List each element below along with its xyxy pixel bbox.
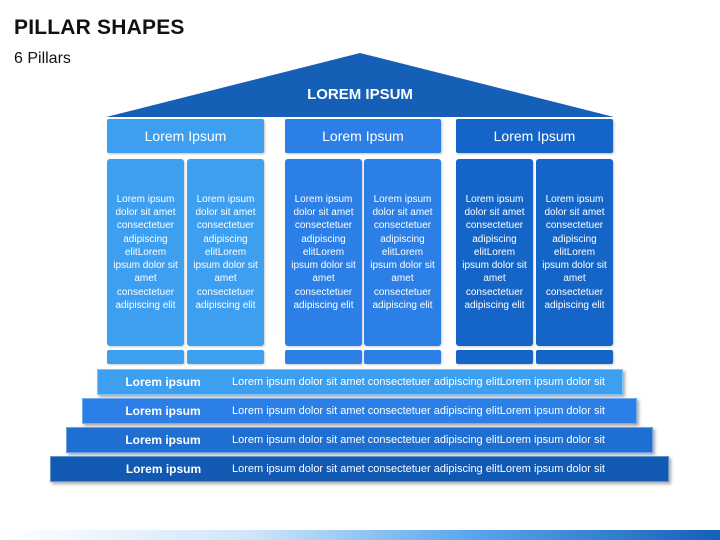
step-text: Lorem ipsum dolor sit amet consectetuer … xyxy=(232,376,605,388)
footer-gradient-bar xyxy=(0,530,720,540)
roof-triangle xyxy=(106,53,614,117)
step-text: Lorem ipsum dolor sit amet consectetuer … xyxy=(232,434,605,446)
step-3: Lorem ipsum Lorem ipsum dolor sit amet c… xyxy=(66,427,653,453)
pillar-5: Lorem ipsum dolor sit amet consectetuer … xyxy=(456,159,533,346)
step-2: Lorem ipsum Lorem ipsum dolor sit amet c… xyxy=(82,398,637,424)
group-header-label: Lorem Ipsum xyxy=(493,128,576,144)
pillar-4: Lorem ipsum dolor sit amet consectetuer … xyxy=(364,159,441,346)
step-label: Lorem ipsum xyxy=(125,462,202,476)
pillar-base-2 xyxy=(187,350,264,364)
pillar-1: Lorem ipsum dolor sit amet consectetuer … xyxy=(107,159,184,346)
pillar-2: Lorem ipsum dolor sit amet consectetuer … xyxy=(187,159,264,346)
pillar-text: Lorem ipsum dolor sit amet consectetuer … xyxy=(542,194,607,311)
group-header-label: Lorem Ipsum xyxy=(144,128,227,144)
pillar-text: Lorem ipsum dolor sit amet consectetuer … xyxy=(370,194,435,311)
step-label: Lorem ipsum xyxy=(125,404,201,418)
roof-label: LOREM IPSUM xyxy=(307,86,413,103)
group-header-3: Lorem Ipsum xyxy=(456,119,613,153)
slide-title: PILLAR SHAPES xyxy=(14,16,185,39)
group-header-2: Lorem Ipsum xyxy=(285,119,441,153)
step-label: Lorem ipsum xyxy=(125,375,201,389)
slide-subtitle: 6 Pillars xyxy=(14,50,71,67)
step-1: Lorem ipsum Lorem ipsum dolor sit amet c… xyxy=(97,369,623,395)
pillar-base-5 xyxy=(456,350,533,364)
step-text: Lorem ipsum dolor sit amet consectetuer … xyxy=(232,405,605,417)
pillar-base-4 xyxy=(364,350,441,364)
step-4: Lorem ipsum Lorem ipsum dolor sit amet c… xyxy=(50,456,669,482)
pillar-text: Lorem ipsum dolor sit amet consectetuer … xyxy=(462,194,527,311)
pillar-6: Lorem ipsum dolor sit amet consectetuer … xyxy=(536,159,613,346)
step-label: Lorem ipsum xyxy=(125,433,201,447)
pillar-text: Lorem ipsum dolor sit amet consectetuer … xyxy=(193,194,258,311)
pillar-text: Lorem ipsum dolor sit amet consectetuer … xyxy=(291,194,356,311)
pillar-3: Lorem ipsum dolor sit amet consectetuer … xyxy=(285,159,362,346)
step-text: Lorem ipsum dolor sit amet consectetuer … xyxy=(232,463,605,475)
group-header-label: Lorem Ipsum xyxy=(322,128,404,144)
pillar-base-1 xyxy=(107,350,184,364)
pillar-base-3 xyxy=(285,350,362,364)
group-header-1: Lorem Ipsum xyxy=(107,119,264,153)
pillar-text: Lorem ipsum dolor sit amet consectetuer … xyxy=(113,194,178,311)
pillar-base-6 xyxy=(536,350,613,364)
